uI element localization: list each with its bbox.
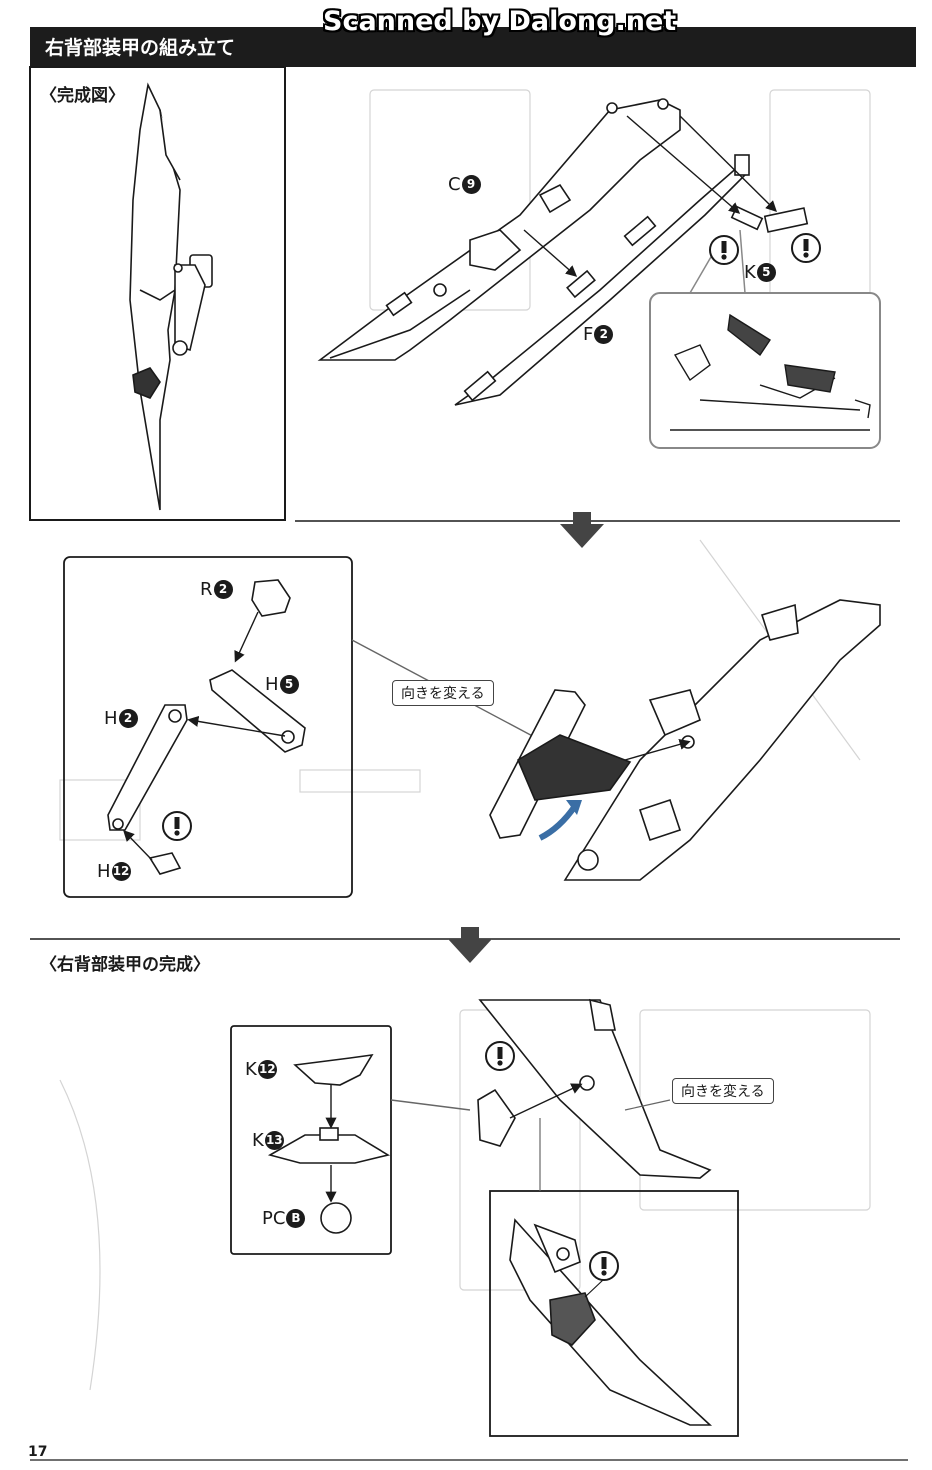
step2-main-assembly [489,599,881,881]
part-number-badge: 5 [279,675,299,694]
warning-icon [589,1251,619,1281]
part-number-badge: 12 [257,1060,277,1079]
part-letter: H [104,708,118,729]
step2-subassembly-frame [63,556,353,898]
page-number: 17 [28,1444,48,1460]
section-title-complete: 〈右背部装甲の完成〉 [40,955,210,975]
warning-icon [709,235,739,265]
rotate-arrow-icon [538,804,578,841]
part-number-badge: 2 [594,325,614,344]
step2-parts-drawing [107,579,306,875]
part-letter: H [97,861,111,882]
part-number-badge: 13 [264,1131,284,1150]
change-direction-callout: 向きを変える [392,680,494,706]
step3-main-assembly [477,998,712,1179]
part-letter: F [583,324,594,345]
arrow-down-icon [560,512,604,548]
part-number-badge: 5 [756,263,776,282]
step3-detail-frame [489,1190,739,1437]
step3-subassembly-frame [230,1025,392,1255]
detail-inset-frame [649,292,881,449]
change-direction-callout-2: 向きを変える [672,1078,774,1104]
complete-view-part [129,82,213,511]
part-letter: K [252,1130,264,1151]
part-c9-drawing [317,98,681,361]
warning-icon [791,233,821,263]
part-number-badge: B [286,1209,306,1228]
step3-parts-drawing [267,1053,391,1234]
part-letter: K [744,262,756,283]
warning-icon [485,1041,515,1071]
part-letter: PC [262,1208,286,1229]
watermark: Scanned by Dalong.net [323,6,677,37]
header-bar [30,27,916,67]
page-title: 右背部装甲の組み立て [45,37,236,59]
part-number-badge: 2 [118,709,138,728]
warning-icon [162,811,192,841]
complete-view-frame [29,66,286,521]
detail-inset-drawing [670,313,871,431]
part-number-badge: 12 [111,862,131,881]
part-f2-drawing [454,154,750,406]
part-letter: C [448,174,461,195]
part-letter: K [245,1059,257,1080]
arrow-down-icon [448,927,492,963]
step3-detail-drawing [509,1218,713,1426]
complete-view-title: 〈完成図〉 [40,86,125,106]
part-letter: R [200,579,213,600]
part-number-badge: 2 [213,580,233,599]
part-number-badge: 9 [461,175,481,194]
part-letter: H [265,674,279,695]
